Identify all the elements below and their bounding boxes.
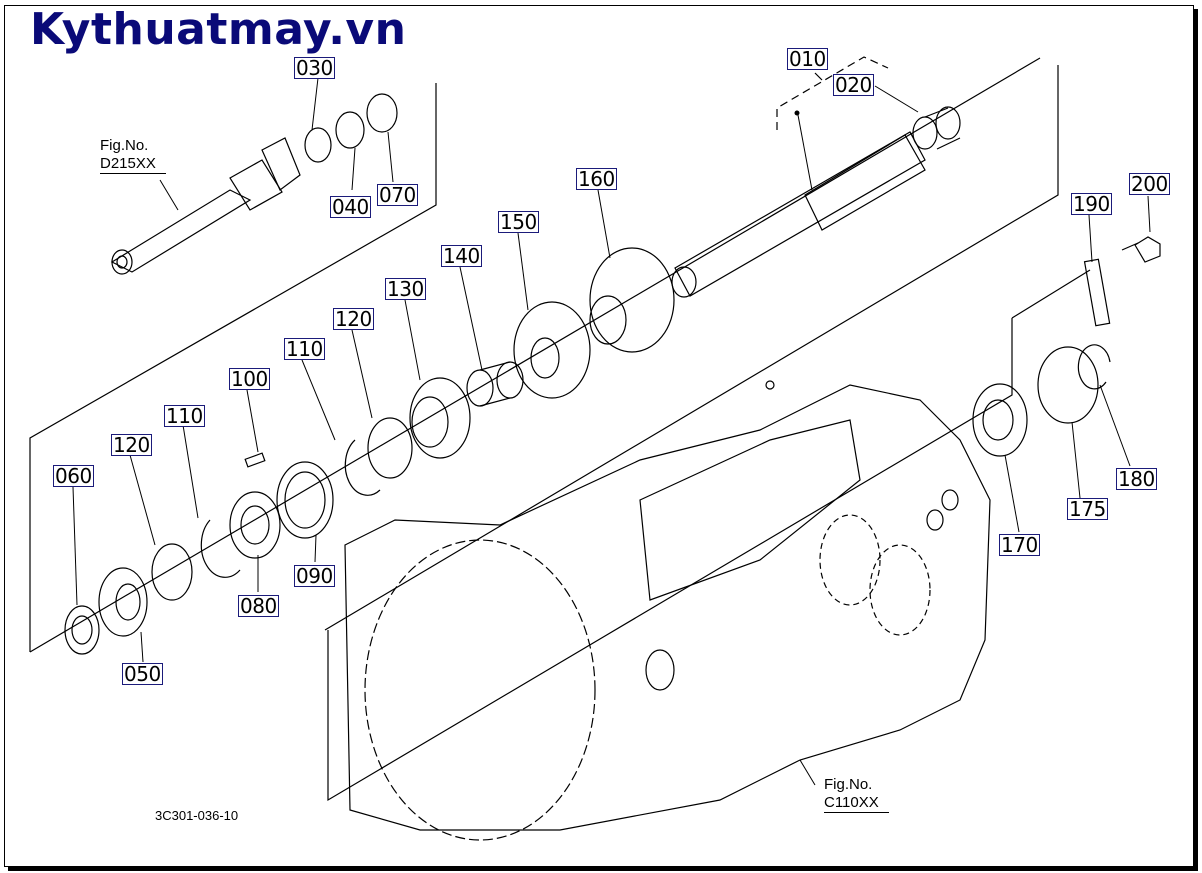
part-label-030[interactable]: 030 — [294, 56, 335, 80]
part-label-200[interactable]: 200 — [1129, 172, 1170, 196]
part-label-130[interactable]: 130 — [385, 277, 426, 301]
part-label-010[interactable]: 010 — [787, 47, 828, 71]
fig-ref-code: D215XX — [100, 155, 166, 174]
transmission-case — [344, 380, 991, 841]
group-outline-upper-left — [29, 83, 437, 652]
synchro-ring-120-lower — [151, 543, 193, 601]
snap-ring-175 — [1037, 346, 1099, 424]
site-watermark-title: Kythuatmay.vn — [30, 4, 407, 55]
part-label-160[interactable]: 160 — [576, 167, 617, 191]
part-label-090[interactable]: 090 — [294, 564, 335, 588]
needle-bearing-140 — [466, 361, 524, 407]
part-label-070[interactable]: 070 — [377, 183, 418, 207]
oil-seal-060 — [64, 605, 100, 655]
part-label-190[interactable]: 190 — [1071, 192, 1112, 216]
part-label-140[interactable]: 140 — [441, 244, 482, 268]
ring-070 — [366, 93, 398, 133]
bearing-050 — [98, 567, 148, 637]
part-label-150[interactable]: 150 — [498, 210, 539, 234]
part-label-180[interactable]: 180 — [1116, 467, 1157, 491]
snap-ring-110-lower — [200, 519, 241, 578]
axis-line-main — [29, 57, 1041, 653]
group-outline-housing-left — [327, 318, 1013, 802]
main-shaft — [671, 131, 926, 298]
part-label-120-lower[interactable]: 120 — [111, 433, 152, 457]
input-shaft — [110, 137, 301, 275]
group-outline-lower — [30, 62, 1012, 652]
hub-080 — [229, 491, 281, 559]
part-label-100[interactable]: 100 — [229, 367, 270, 391]
part-label-020[interactable]: 020 — [833, 73, 874, 97]
part-label-040[interactable]: 040 — [330, 195, 371, 219]
part-label-120-upper[interactable]: 120 — [333, 307, 374, 331]
diagram-frame — [4, 5, 1194, 867]
snap-ring-110-upper — [344, 439, 381, 496]
sleeve-090 — [276, 461, 334, 539]
group-outline-upper-right — [324, 65, 1059, 631]
fig-ref-code: C110XX — [824, 794, 889, 813]
part-label-175[interactable]: 175 — [1067, 497, 1108, 521]
bushing-020 — [912, 106, 961, 150]
part-label-080[interactable]: 080 — [238, 594, 279, 618]
gear-160 — [589, 247, 675, 353]
bearing-170 — [972, 383, 1028, 457]
part-label-060[interactable]: 060 — [53, 464, 94, 488]
assembly-bracket-010 — [776, 56, 889, 130]
group-outline-housing — [1011, 269, 1091, 319]
part-label-110-lower[interactable]: 110 — [164, 404, 205, 428]
assembly-dot-010 — [794, 110, 800, 116]
synchro-ring-120-upper — [367, 417, 413, 479]
drawing-number: 3C301-036-10 — [155, 808, 239, 823]
fig-ref-label: Fig.No. — [824, 776, 873, 793]
part-label-170[interactable]: 170 — [999, 533, 1040, 557]
part-label-050[interactable]: 050 — [122, 662, 163, 686]
key-100 — [244, 452, 266, 468]
leader-lines — [72, 77, 1151, 786]
ring-040 — [335, 111, 365, 149]
gear-130 — [409, 377, 471, 459]
ring-030 — [304, 127, 332, 163]
bolt-200 — [1121, 236, 1161, 263]
fig-ref-transmission-case: Fig.No. C110XX — [824, 776, 889, 813]
fig-ref-label: Fig.No. — [100, 137, 149, 154]
plate-190 — [1083, 258, 1111, 327]
part-label-110-upper[interactable]: 110 — [284, 337, 325, 361]
gear-150 — [513, 301, 591, 399]
snap-ring-180 — [1077, 344, 1111, 390]
fig-ref-input-shaft: Fig.No. D215XX — [100, 137, 166, 174]
